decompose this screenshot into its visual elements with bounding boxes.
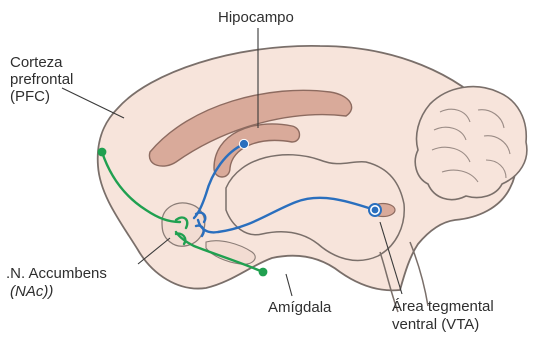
amigdala-leader	[286, 274, 292, 296]
corteza-leader	[62, 88, 124, 118]
vta-label-line2: ventral (VTA)	[392, 316, 479, 334]
vta-label-line1: Área tegmental	[392, 298, 494, 316]
hipocampo-label: Hipocampo	[218, 9, 294, 27]
amigdala-label: Amígdala	[268, 299, 331, 317]
amygdala-marker	[259, 268, 268, 277]
corteza-label-line1: Corteza	[10, 54, 63, 72]
corteza-label-line3: (PFC)	[10, 88, 50, 106]
hippocampus-marker	[239, 139, 248, 148]
pfc-marker	[98, 148, 107, 157]
accumbens-label-line1: .N. Accumbens	[6, 265, 107, 283]
vta-marker	[372, 207, 379, 214]
corteza-label-line2: prefrontal	[10, 71, 73, 89]
accumbens-label-line2: (NAc))	[10, 283, 53, 301]
